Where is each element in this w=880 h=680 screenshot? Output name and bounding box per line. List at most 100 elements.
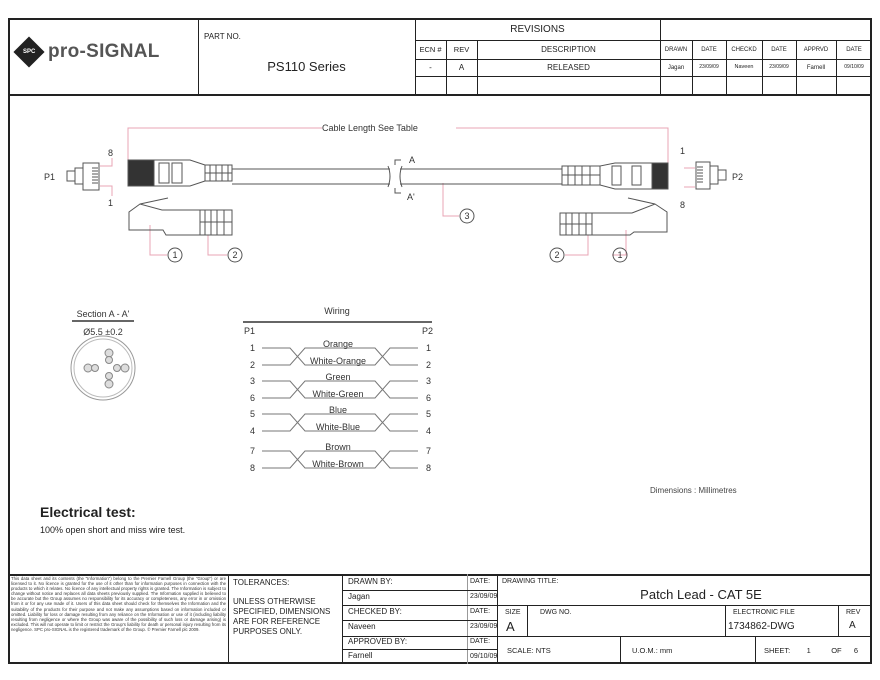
checkd-value: Naveen — [734, 64, 754, 70]
rev-value: A — [849, 620, 856, 631]
rev-description: RELEASED — [547, 63, 590, 72]
balloon-1 — [167, 247, 183, 263]
wire-color-label: Brown — [325, 442, 351, 452]
col-date: DATE — [846, 47, 862, 53]
balloon-label: 3 — [464, 211, 469, 221]
electronic-file-label: ELECTRONIC FILE — [733, 609, 795, 616]
disclaimer: This data sheet and its contents (the "I… — [11, 576, 226, 632]
col-apprvd: APPRVD — [803, 47, 829, 53]
revisions-title: REVISIONS — [510, 24, 565, 35]
of-label: OF — [831, 646, 842, 655]
balloon-label: 1 — [172, 250, 177, 260]
pin-label: 1 — [250, 343, 255, 353]
logo-text: pro-SIGNAL — [48, 41, 160, 62]
drawn-date: 23/09/09 — [470, 593, 498, 600]
pin-label: 3 — [426, 376, 431, 386]
date-value: 23/09/09 — [769, 64, 789, 70]
section-a-label: A — [409, 155, 415, 165]
cable-break — [387, 165, 403, 188]
size-label: SIZE — [505, 609, 521, 616]
sheet-total: 6 — [853, 646, 859, 655]
electrical-test-title: Electrical test: — [40, 504, 136, 520]
pin-label: 6 — [250, 393, 255, 403]
rev-label: REV — [846, 609, 861, 616]
wire-pair — [262, 347, 418, 366]
wire-color-label: White-Green — [312, 389, 363, 399]
wiring-p1: P1 — [244, 326, 255, 336]
tolerances-text: UNLESS OTHERWISE SPECIFIED, DIMENSIONS A… — [233, 597, 331, 636]
cable-length-label: Cable Length See Table — [322, 123, 418, 133]
tolerances-label: TOLERANCES: — [233, 578, 290, 587]
electrical-test-text: 100% open short and miss wire test. — [40, 525, 186, 535]
p1-plug-face — [66, 158, 113, 196]
balloon-2 — [549, 247, 565, 263]
pin-label: 3 — [250, 376, 255, 386]
drawing-title: Patch Lead - CAT 5E — [640, 587, 762, 602]
wire-color-label: White-Orange — [310, 356, 366, 366]
col-ecn: ECN # — [419, 45, 442, 54]
drawn-value: Jagan — [667, 65, 685, 71]
part-no: PS110 Series — [267, 59, 346, 74]
right-plug-exploded — [559, 197, 668, 236]
right-plug — [561, 162, 669, 190]
col-date: DATE — [771, 47, 787, 53]
wire-color-label: Orange — [323, 339, 353, 349]
col-date: DATE — [701, 47, 717, 53]
col-checkd: CHECKD — [731, 47, 757, 53]
approved-by: Farnell — [348, 651, 373, 660]
pin-1-label: 1 — [680, 146, 685, 156]
checked-by-label: CHECKED BY: — [348, 607, 402, 616]
balloon-label: 2 — [232, 250, 237, 260]
date-label: DATE: — [470, 608, 491, 615]
left-plug — [127, 159, 233, 187]
cable-cross-section — [70, 335, 136, 401]
wire-color-label: White-Blue — [316, 422, 360, 432]
pin-label: 8 — [426, 463, 431, 473]
leader-lines — [127, 127, 669, 256]
col-rev: REV — [453, 45, 470, 54]
logo: SPC pro-SIGNAL — [13, 36, 160, 68]
rev-ecn: - — [429, 63, 432, 72]
checked-date: 23/09/09 — [470, 623, 498, 630]
col-drawn: DRAWN — [664, 47, 688, 53]
pin-label: 6 — [426, 393, 431, 403]
section-title: Section A - A' — [77, 309, 130, 319]
p2-label: P2 — [732, 172, 743, 182]
balloon-label: 2 — [554, 250, 559, 260]
balloon-3 — [459, 208, 475, 224]
pin-label: 5 — [250, 409, 255, 419]
section-a-prime-label: A' — [407, 192, 415, 202]
drawing-frame — [8, 18, 872, 664]
pin-label: 2 — [426, 360, 431, 370]
approved-date: 09/10/09 — [470, 653, 498, 660]
approved-by-label: APPROVED BY: — [348, 637, 408, 646]
checked-by: Naveen — [348, 622, 376, 631]
cable — [232, 168, 562, 185]
pin-label: 5 — [426, 409, 431, 419]
uom: U.O.M.: mm — [632, 646, 673, 655]
drawn-by: Jagan — [348, 592, 370, 601]
wiring-title: Wiring — [324, 306, 350, 316]
section-marker — [394, 159, 401, 194]
rev-rev: A — [458, 63, 465, 72]
date-value: 23/09/09 — [699, 64, 719, 70]
left-plug-exploded — [128, 197, 233, 236]
part-no-label: PART NO. — [204, 32, 241, 41]
pin-label: 8 — [250, 463, 255, 473]
wire-pair — [262, 380, 418, 399]
apprvd-value: Farnell — [806, 65, 826, 71]
balloon-label: 1 — [617, 250, 622, 260]
pin-label: 1 — [426, 343, 431, 353]
pin-8-label: 8 — [680, 200, 685, 210]
size-value: A — [506, 619, 515, 634]
pin-8-label: 8 — [108, 148, 113, 158]
balloon-1 — [612, 247, 628, 263]
wire-pair — [262, 413, 418, 432]
pin-label: 4 — [426, 426, 431, 436]
wire-pair — [262, 450, 418, 469]
electronic-file: 1734862-DWG — [728, 621, 795, 632]
sheet-number: 1 — [806, 646, 811, 655]
sheet-label: SHEET: — [764, 646, 791, 655]
sheet: SHEET: 1 OF 6 — [764, 647, 858, 655]
